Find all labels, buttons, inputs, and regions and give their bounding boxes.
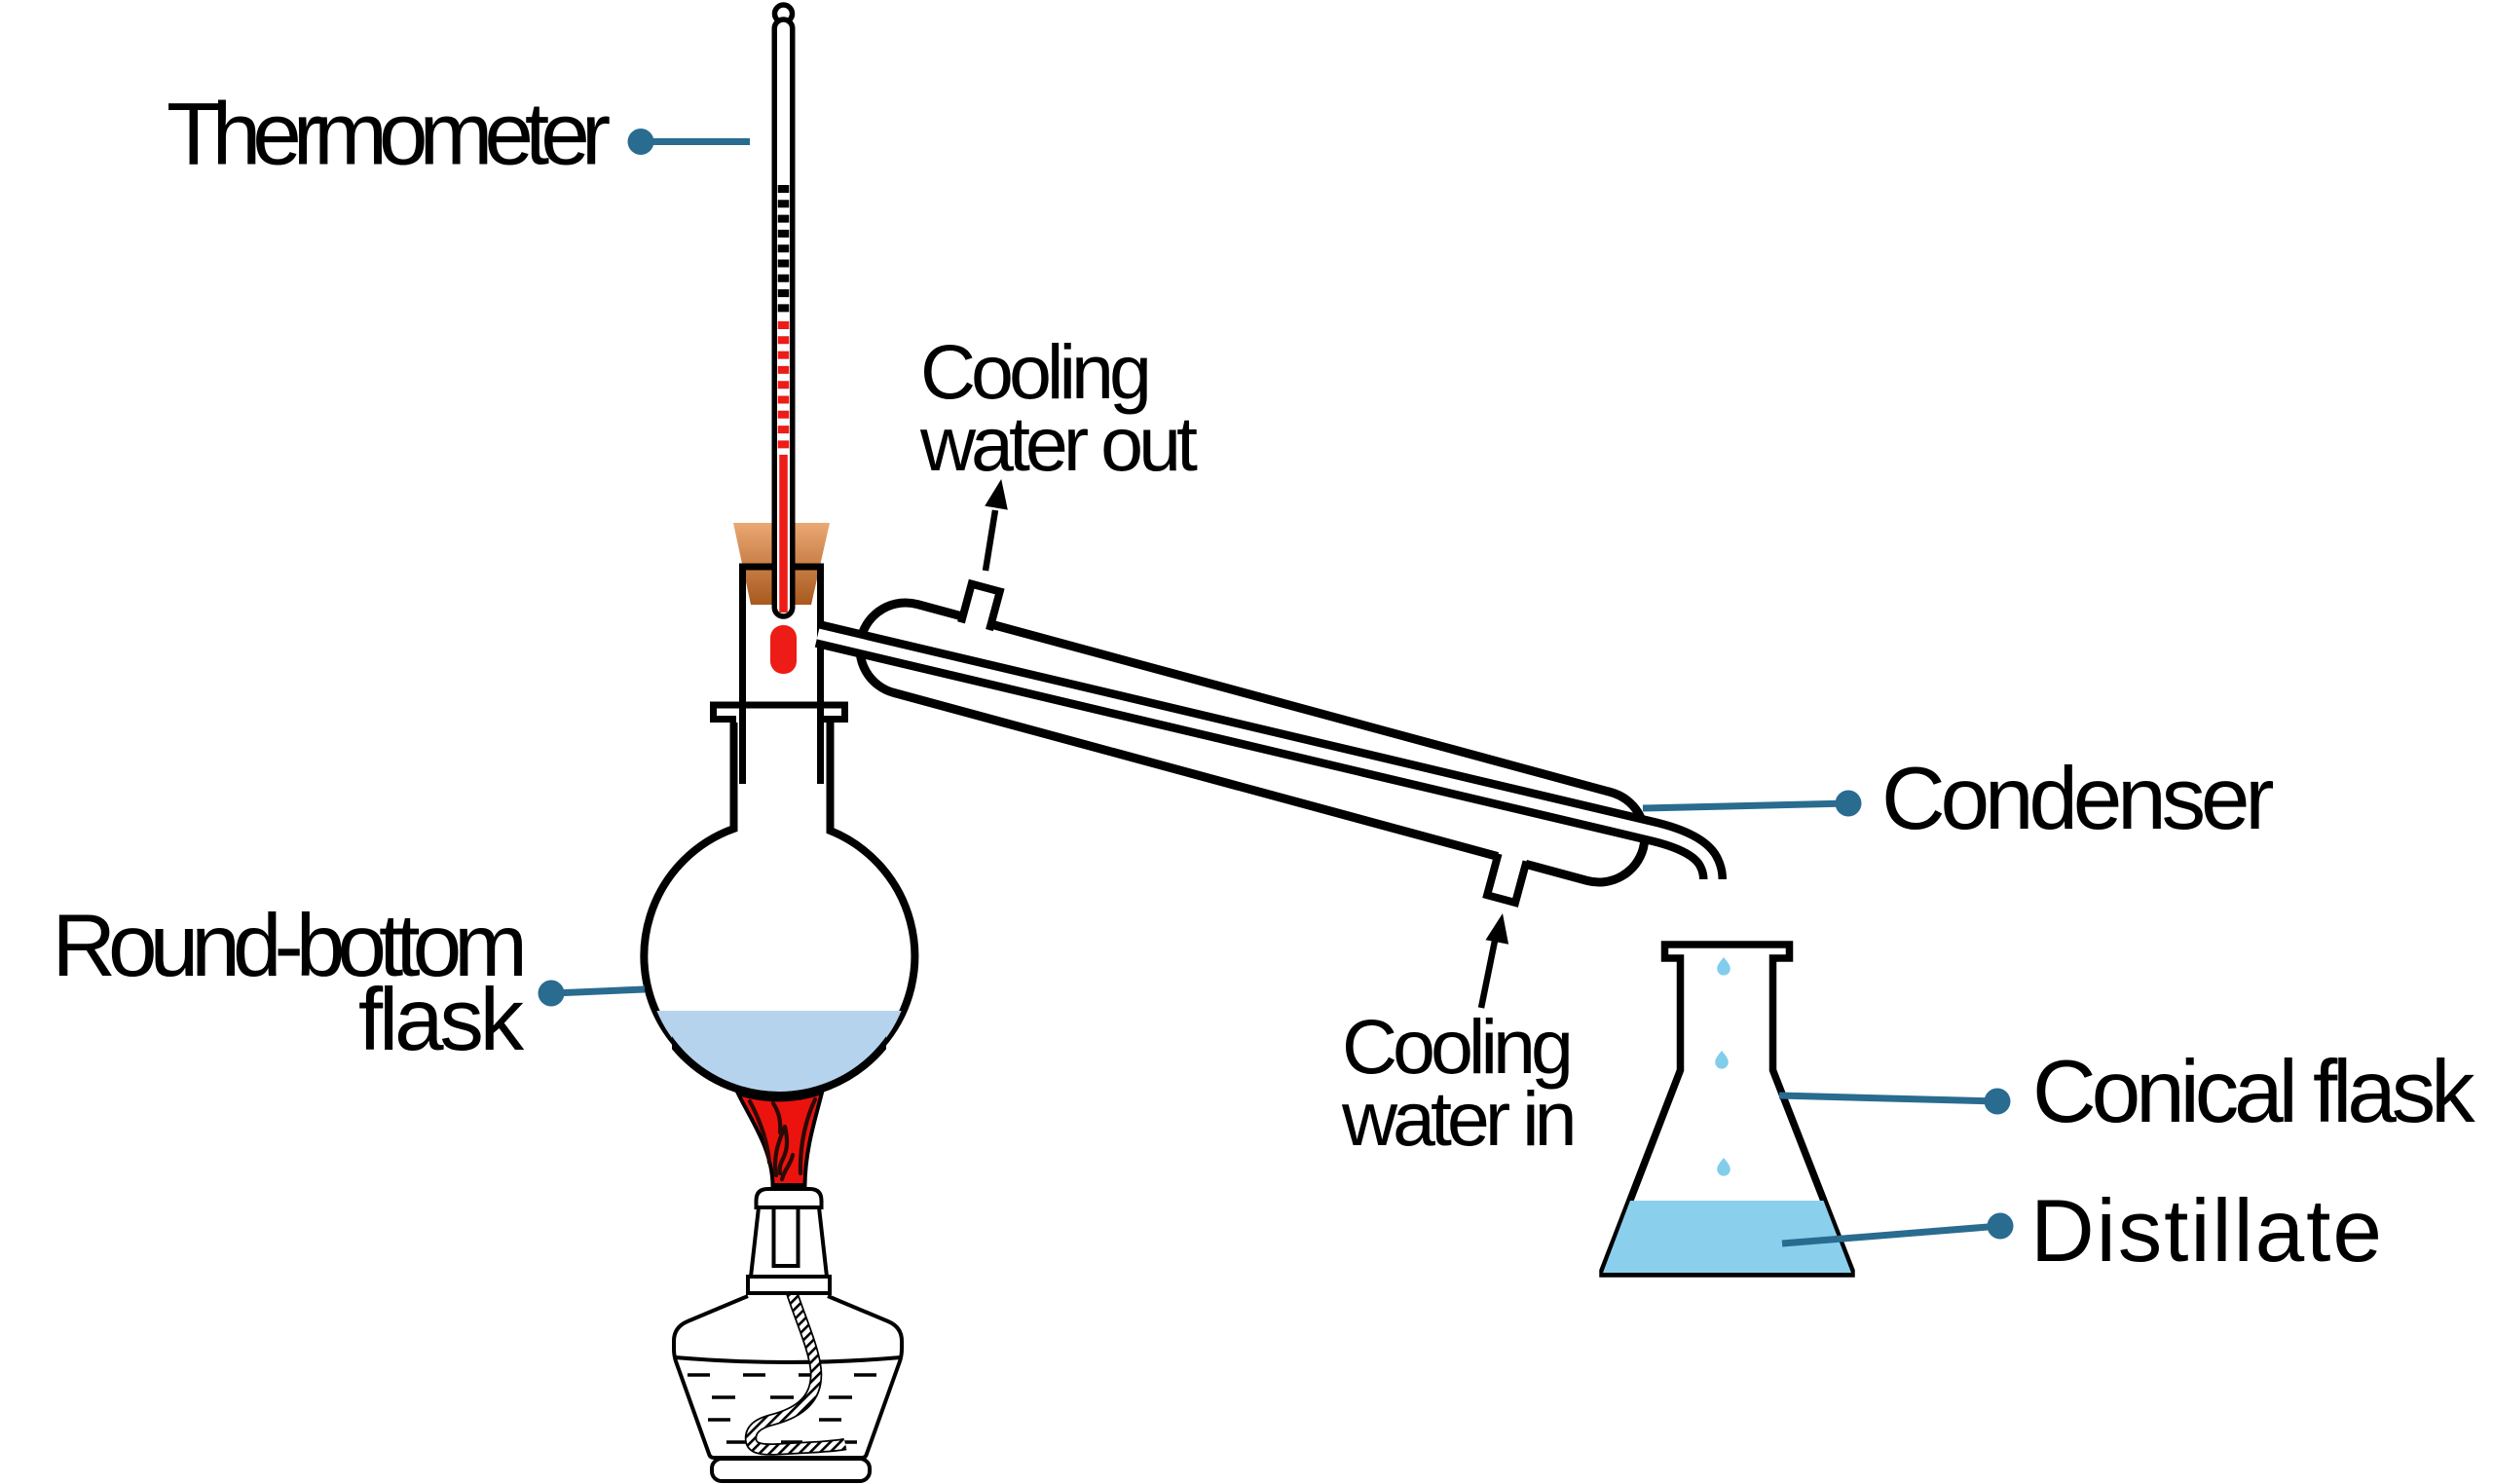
svg-text:water out: water out <box>919 400 1198 487</box>
svg-text:flask: flask <box>358 971 525 1069</box>
svg-text:Condenser: Condenser <box>1881 750 2273 848</box>
svg-text:Round-bottom: Round-bottom <box>52 897 522 995</box>
svg-text:Cooling: Cooling <box>920 328 1147 415</box>
svg-text:Conical flask: Conical flask <box>2032 1043 2475 1141</box>
svg-text:water in: water in <box>1341 1075 1573 1162</box>
svg-text:Thermometer: Thermometer <box>167 86 610 184</box>
svg-text:Distillate: Distillate <box>2030 1182 2384 1280</box>
svg-text:Cooling: Cooling <box>1342 1003 1569 1090</box>
